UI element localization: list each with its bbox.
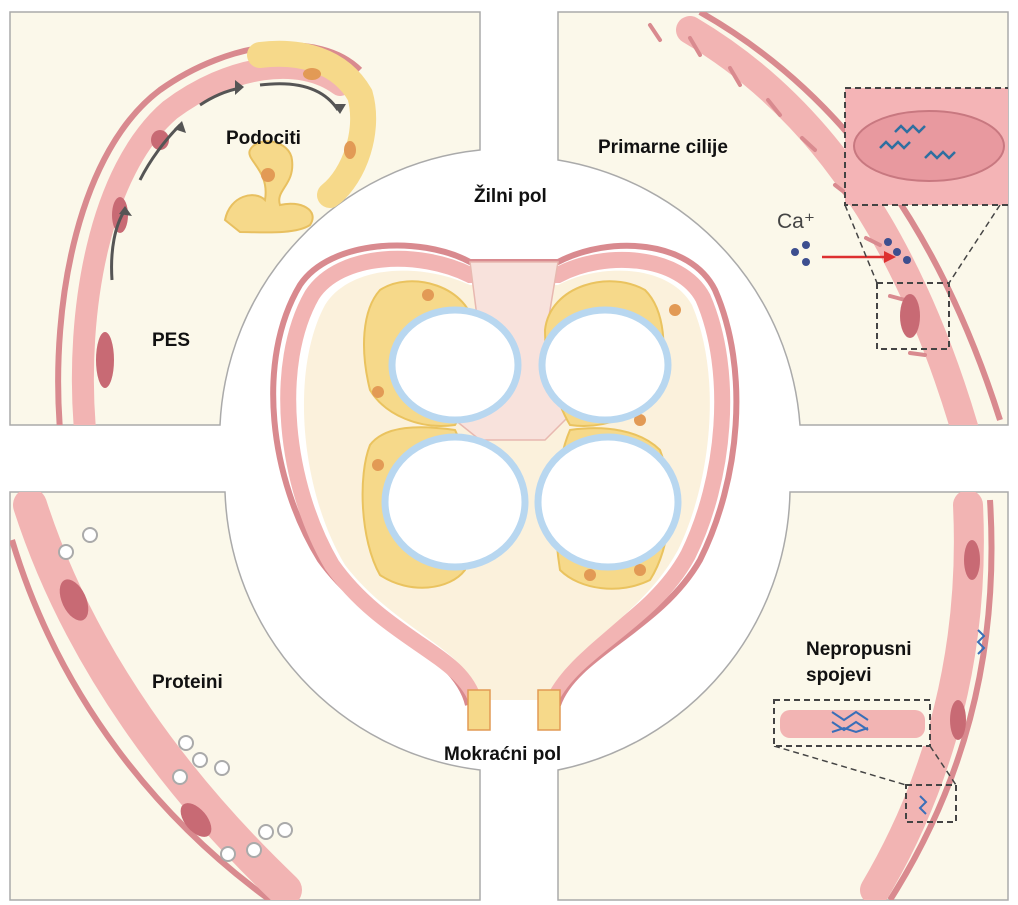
- label-vascular-pole: Žilni pol: [474, 186, 547, 208]
- label-pes: PES: [152, 330, 190, 352]
- label-podocytes: Podociti: [226, 128, 301, 150]
- label-urinary-pole: Mokraćni pol: [444, 744, 561, 766]
- label-calcium-ion: Ca⁺: [777, 211, 815, 233]
- label-proteins: Proteini: [152, 672, 223, 694]
- label-primary-cilia: Primarne cilije: [598, 137, 728, 159]
- label-tight-junctions: Nepropusni spojevi: [806, 637, 912, 689]
- pes-cell-nucleus: [96, 332, 114, 388]
- cilia-cell-nucleus: [900, 294, 920, 338]
- glomerulus: [273, 245, 736, 730]
